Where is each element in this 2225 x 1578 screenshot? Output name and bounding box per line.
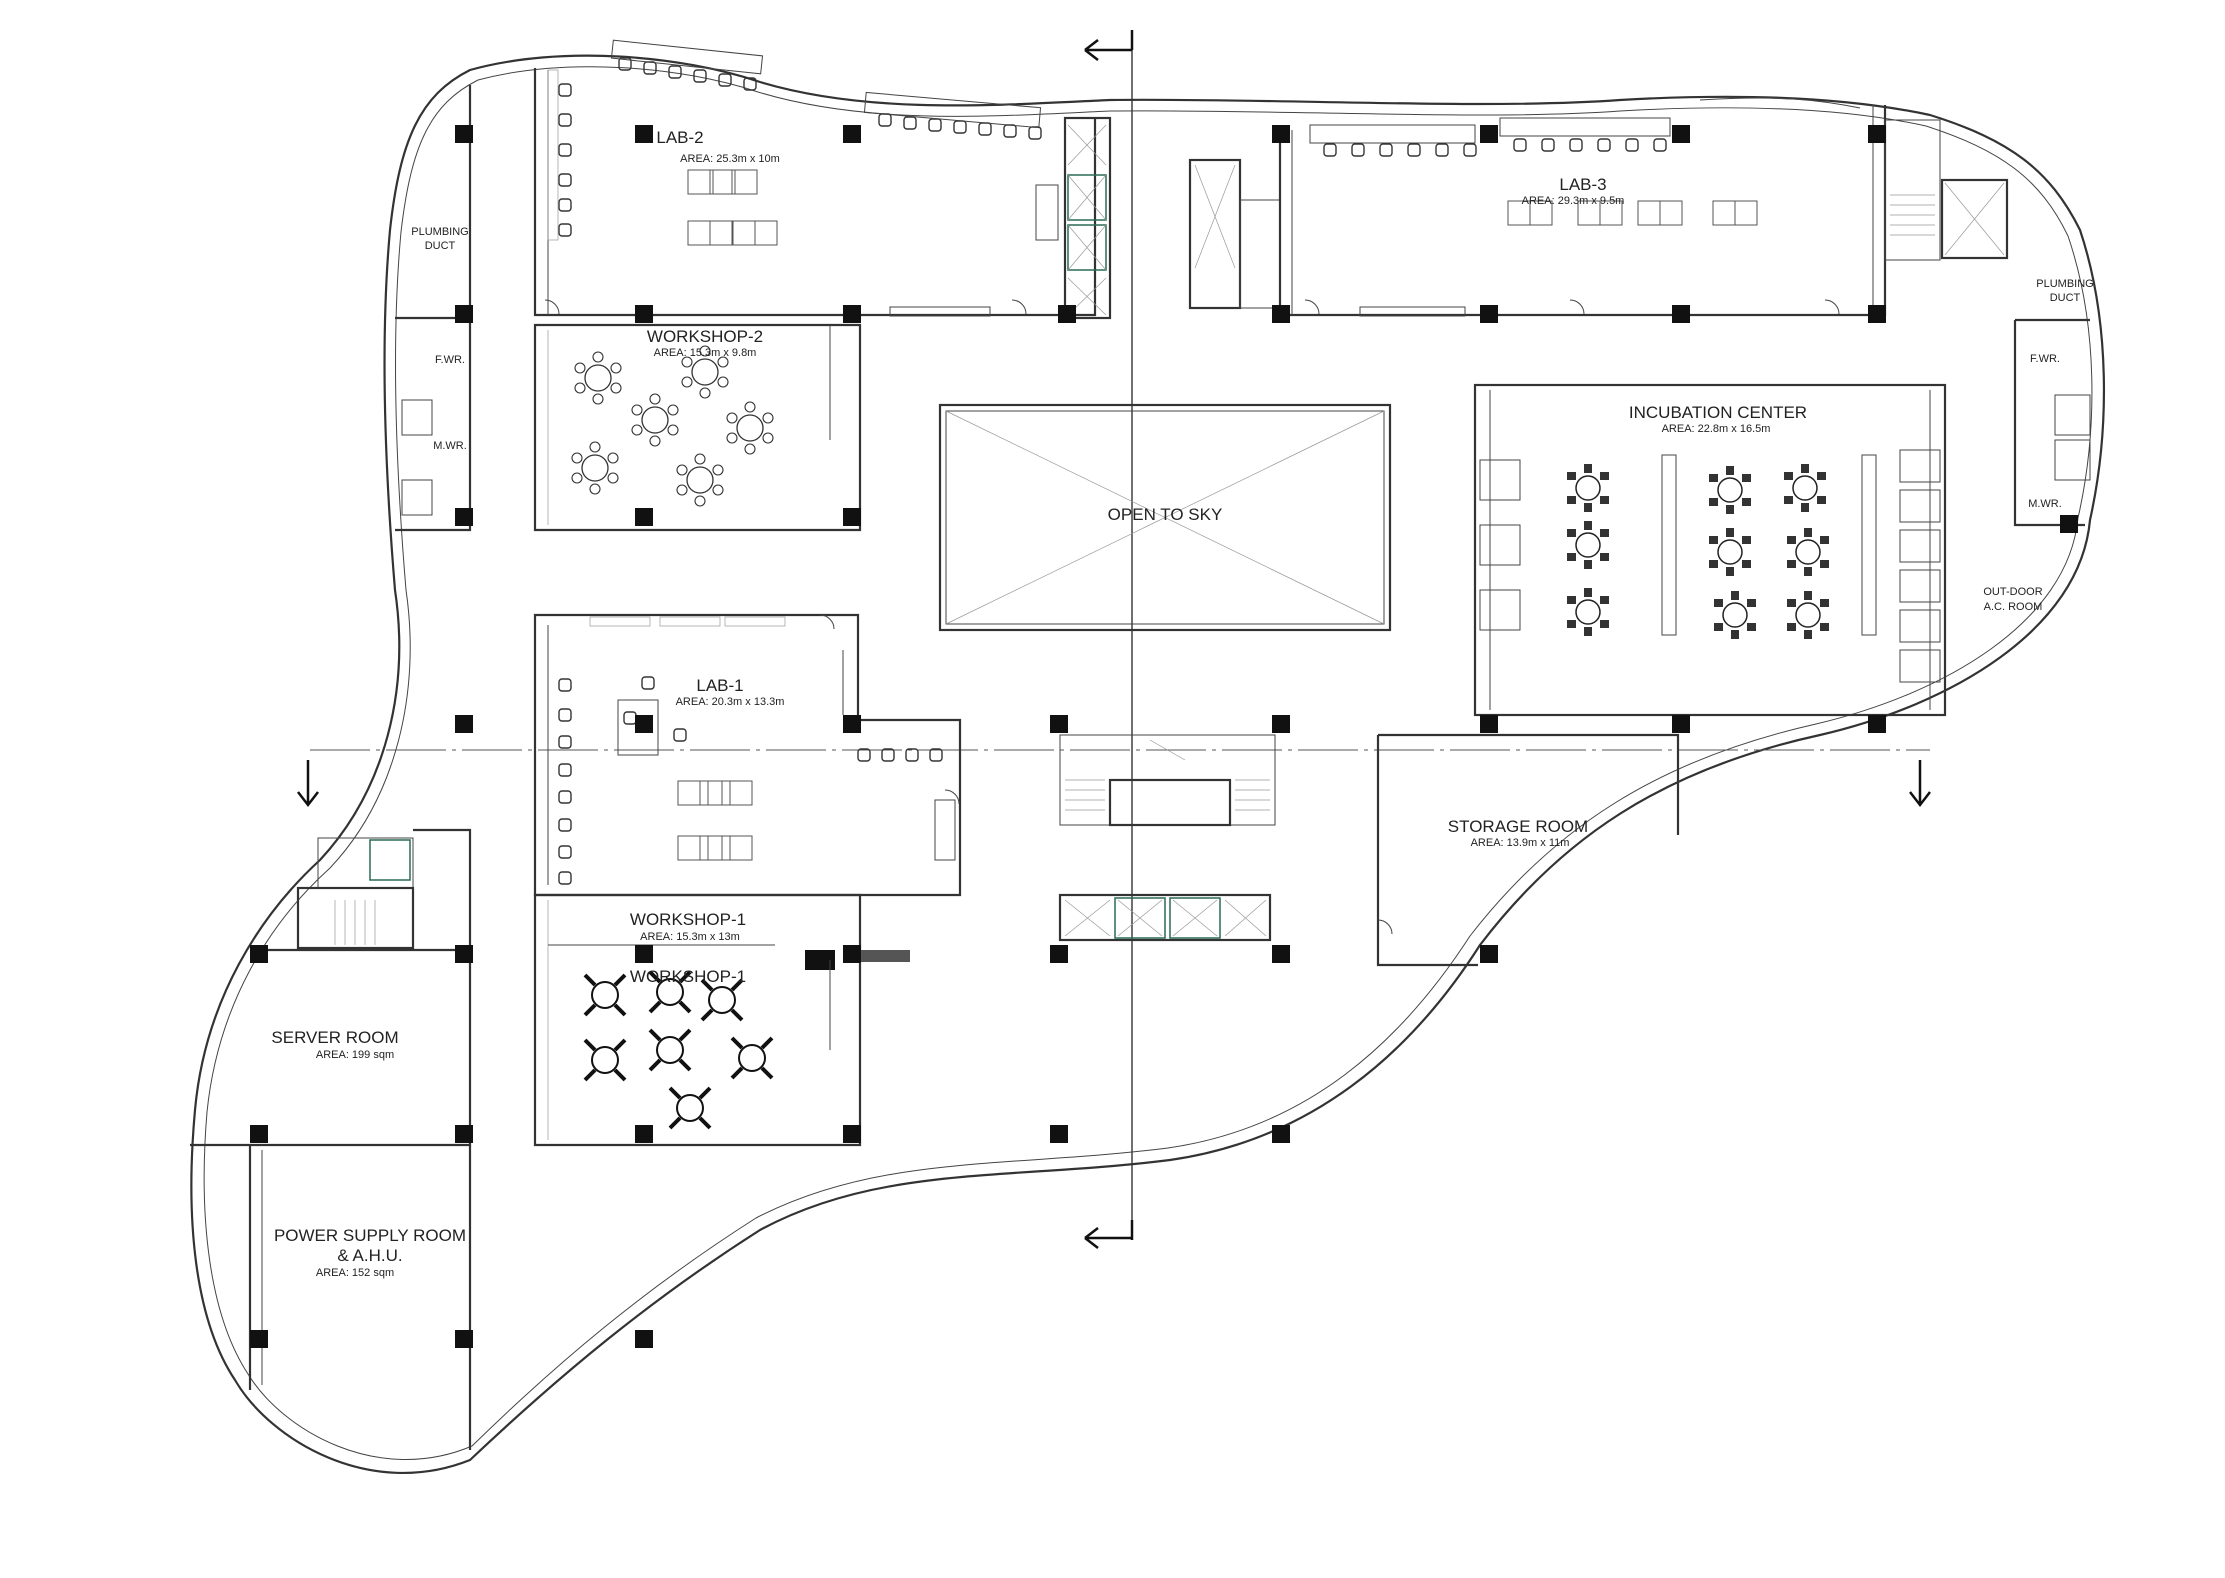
- power-supply-label-2: & A.H.U.: [337, 1246, 402, 1265]
- section-arrow-bottom-icon: [1084, 1227, 1132, 1249]
- outdoor-ac-room: OUT-DOOR A.C. ROOM: [1983, 586, 2042, 613]
- workshop-1-label: WORKSHOP-1: [630, 910, 746, 929]
- incubation-center-label: INCUBATION CENTER: [1629, 403, 1807, 422]
- storage-room: STORAGE ROOM AREA: 13.9m x 11m: [1376, 733, 1680, 967]
- workshop-2-label: WORKSHOP-2: [647, 327, 763, 346]
- server-room-label: SERVER ROOM: [271, 1028, 398, 1047]
- power-supply-area: AREA: 152 sqm: [316, 1267, 394, 1279]
- power-supply-label: POWER SUPPLY ROOM: [274, 1226, 466, 1245]
- section-arrow-right-icon: [1909, 760, 1931, 808]
- power-supply-room: POWER SUPPLY ROOM & A.H.U. AREA: 152 sqm: [248, 1145, 472, 1450]
- section-arrow-left-icon: [297, 760, 319, 808]
- structural-columns: [250, 125, 2078, 1348]
- open-to-sky-label: OPEN TO SKY: [1108, 505, 1223, 524]
- lab-3-label: LAB-3: [1559, 175, 1606, 194]
- left-stair: [296, 828, 472, 950]
- lab-3-room: LAB-3 AREA: 29.3m x 9.5m: [1278, 97, 1887, 317]
- storage-room-label: STORAGE ROOM: [1448, 817, 1588, 836]
- server-room-area: AREA: 199 sqm: [316, 1049, 394, 1061]
- lift-core-bottom: [1058, 893, 1272, 942]
- fwr-right-label: F.WR.: [2030, 353, 2060, 365]
- lab-2-chairs: [558, 57, 1042, 237]
- lab-1-area: AREA: 20.3m x 13.3m: [676, 696, 785, 708]
- server-room: SERVER ROOM AREA: 199 sqm: [190, 948, 472, 1147]
- plumbing-duct-left-label: PLUMBING: [411, 226, 468, 238]
- workshop-1-room: WORKSHOP-1 AREA: 15.3m x 13m WORKSHOP-1: [533, 893, 910, 1147]
- building-outline: [190, 54, 2106, 1475]
- left-toilet-block: PLUMBING DUCT F.WR. M.WR.: [395, 85, 472, 532]
- incubation-workstations-right: [1899, 449, 1941, 683]
- lab-3-area: AREA: 29.3m x 9.5m: [1522, 195, 1625, 207]
- lab-2-label: LAB-2: [656, 128, 703, 147]
- mwr-left-label: M.WR.: [433, 440, 467, 452]
- lab-1-label: LAB-1: [696, 676, 743, 695]
- section-arrow-top-icon: [1084, 39, 1132, 61]
- section-line-vertical: [1084, 30, 1134, 1249]
- central-stair: [1059, 734, 1276, 827]
- incubation-workstations-left: [1479, 459, 1521, 631]
- workshop-1-area: AREA: 15.3m x 13m: [640, 931, 740, 943]
- lab-2-area: AREA: 25.3m x 10m: [680, 153, 780, 165]
- section-line-horizontal: [297, 749, 1931, 808]
- lab-1-room: LAB-1 AREA: 20.3m x 13.3m: [533, 613, 962, 897]
- incubation-center-area: AREA: 22.8m x 16.5m: [1662, 423, 1771, 435]
- plumbing-duct-left-label-2: DUCT: [425, 240, 456, 252]
- plumbing-duct-right-label-2: DUCT: [2050, 292, 2081, 304]
- mwr-right-label: M.WR.: [2028, 498, 2062, 510]
- open-to-sky-area: OPEN TO SKY: [938, 403, 1392, 632]
- workshop-2-area: AREA: 15.3m x 9.8m: [654, 347, 757, 359]
- workshop-2-room: WORKSHOP-2 AREA: 15.3m x 9.8m: [533, 323, 862, 532]
- storage-room-area: AREA: 13.9m x 11m: [1471, 837, 1570, 849]
- fwr-left-label: F.WR.: [435, 354, 465, 366]
- lab-2-room: LAB-2 AREA: 25.3m x 10m: [533, 39, 1097, 317]
- plumbing-duct-right-label: PLUMBING: [2036, 278, 2093, 290]
- lift-core-top: [1063, 116, 1281, 320]
- outdoor-ac-label: OUT-DOOR: [1983, 586, 2042, 598]
- outdoor-ac-label-2: A.C. ROOM: [1984, 601, 2043, 613]
- incubation-center-room: INCUBATION CENTER AREA: 22.8m x 16.5m: [1473, 383, 1947, 717]
- workshop-1-label-repeat: WORKSHOP-1: [630, 967, 746, 986]
- stair-core-right: [1884, 119, 2009, 261]
- right-toilet-block: PLUMBING DUCT F.WR. M.WR.: [2013, 278, 2094, 527]
